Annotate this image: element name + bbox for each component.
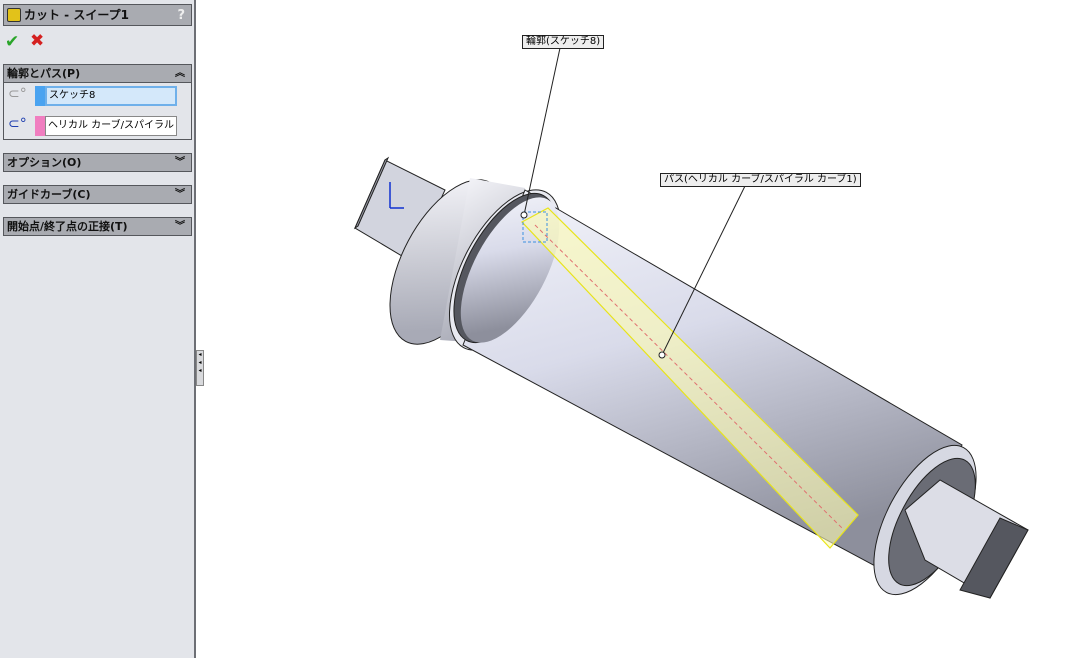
sweep-preview [521,207,859,549]
section-guide-curves[interactable]: ガイドカーブ(C) ︾ [3,185,192,204]
triad-icon [389,182,404,209]
section-label: 開始点/終了点の正接(T) [7,220,128,233]
expand-icon[interactable]: ︾ [175,157,185,168]
path-callout[interactable]: パス(ヘリカル カーブ/スパイラル カーブ1) [660,173,861,187]
panel-collapse-handle[interactable]: ◂◂◂ [196,350,204,386]
section-label: 輪郭とパス(P) [7,67,81,80]
property-manager: カット - スイープ1 ? ✔ ✖ 輪郭とパス(P) ︽ ⊂° スケッチ8 ⊂°… [0,0,196,658]
expand-icon[interactable]: ︾ [175,189,185,200]
collapse-icon[interactable]: ︽ [175,68,185,79]
profile-path-group: ⊂° スケッチ8 ⊂° ヘリカル カーブ/スパイラル カーフ [3,83,192,140]
section-label: オプション(O) [7,156,82,169]
path-color-swatch [35,116,45,136]
feature-title: カット - スイープ1 [24,7,129,22]
cancel-button[interactable]: ✖ [30,31,45,51]
profile-color-swatch [35,86,45,106]
section-label: ガイドカーブ(C) [7,188,91,201]
profile-icon: ⊂° [8,86,27,102]
path-icon: ⊂° [8,116,27,132]
help-button[interactable]: ? [177,7,185,23]
path-field[interactable]: ヘリカル カーブ/スパイラル カーフ [45,116,177,136]
section-profile-path[interactable]: 輪郭とパス(P) ︽ [3,64,192,83]
ok-button[interactable]: ✔ [5,32,20,52]
profile-callout[interactable]: 輪郭(スケッチ8) [522,35,605,49]
cut-sweep-icon [7,8,21,22]
expand-icon[interactable]: ︾ [175,221,185,232]
callout-leaders [520,47,746,359]
section-tangency[interactable]: 開始点/終了点の正接(T) ︾ [3,217,192,236]
feature-title-bar: カット - スイープ1 ? [3,4,192,26]
section-options[interactable]: オプション(O) ︾ [3,153,192,172]
profile-field[interactable]: スケッチ8 [45,86,177,106]
